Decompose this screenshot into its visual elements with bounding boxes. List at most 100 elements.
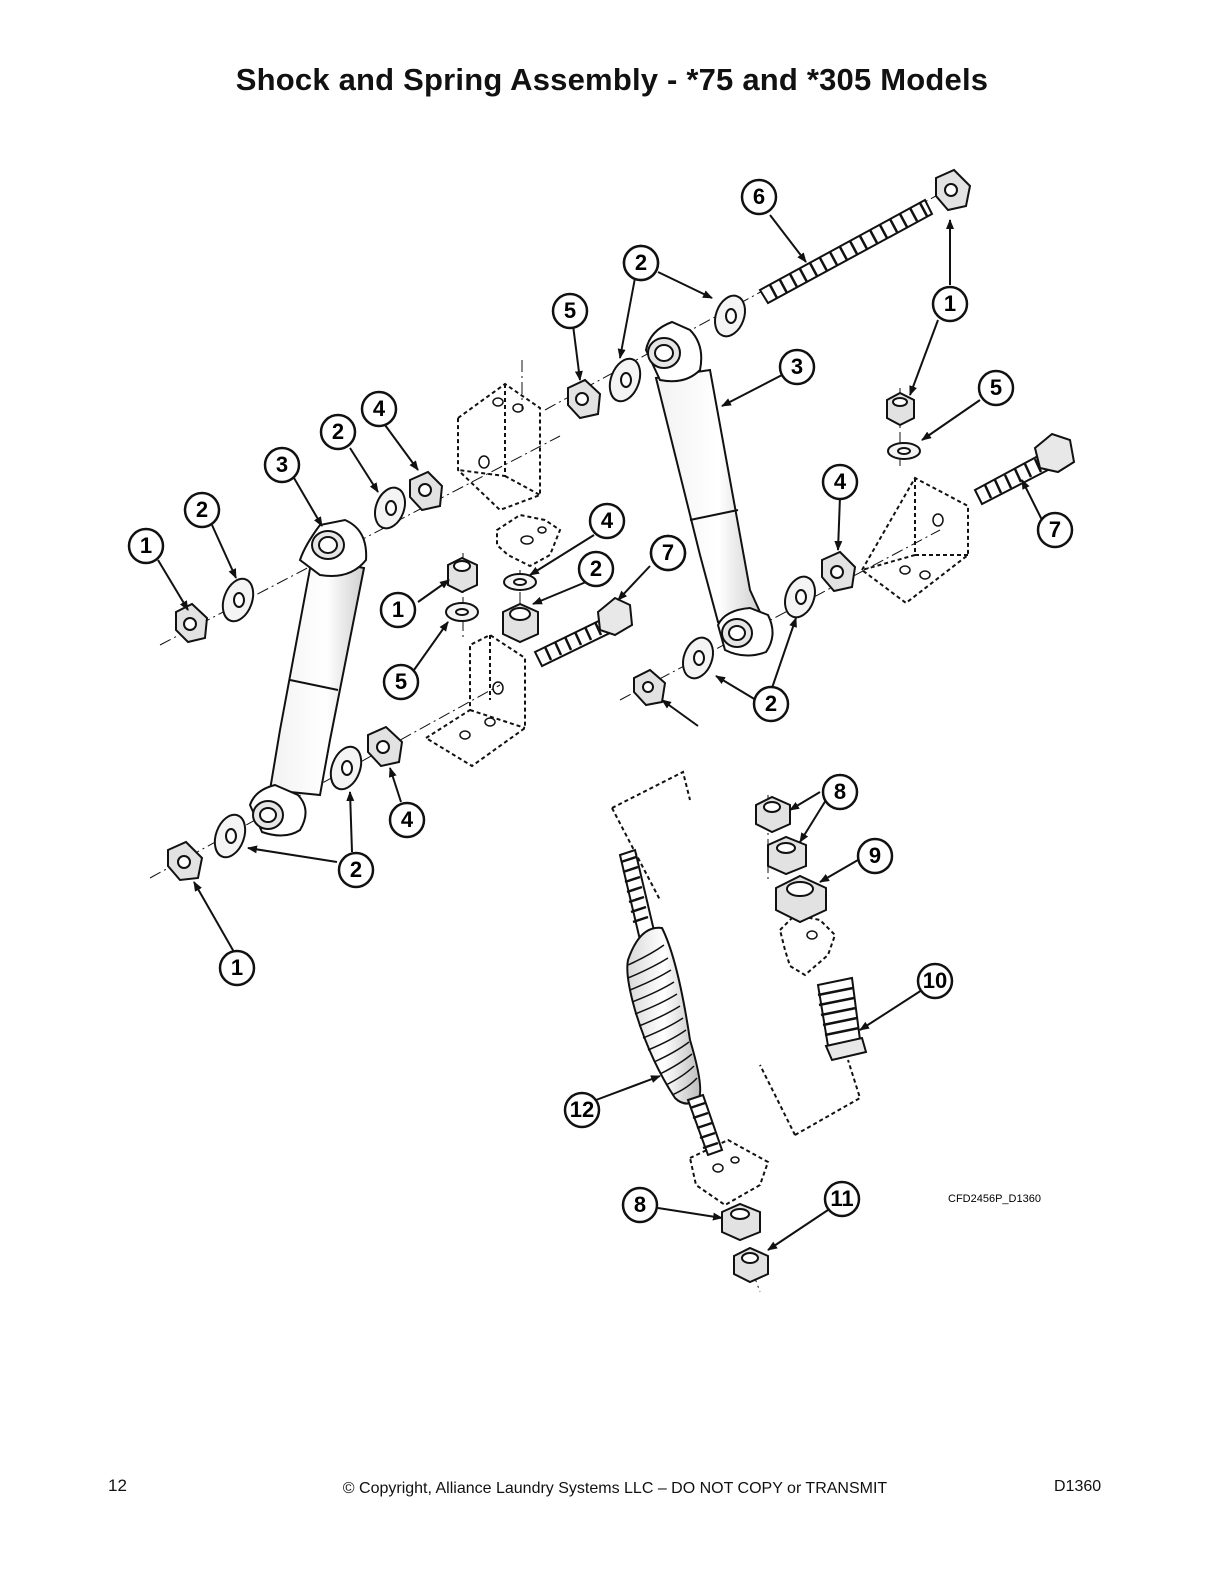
callout-number: 10 (923, 968, 947, 993)
leader-arrows (157, 214, 1043, 1251)
left-shock-absorber (248, 518, 368, 837)
callout-number: 1 (140, 533, 152, 558)
callout-5: 5 (977, 369, 1015, 407)
callout-number: 1 (944, 291, 956, 316)
callout-circle (977, 369, 1015, 407)
callout-4: 4 (821, 463, 859, 501)
callout-number: 8 (834, 779, 846, 804)
callout-7: 7 (1036, 511, 1074, 549)
callout-5: 5 (382, 663, 420, 701)
callout-number: 1 (392, 597, 404, 622)
washers (213, 294, 921, 859)
callout-circle (263, 446, 301, 484)
callout-number: 5 (395, 669, 407, 694)
callout-6: 6 (740, 178, 778, 216)
callout-number: 3 (276, 452, 288, 477)
callout-2: 2 (337, 851, 375, 889)
bolts (533, 432, 1076, 1062)
callout-2: 2 (622, 244, 660, 282)
callout-circle (319, 413, 357, 451)
callout-number: 5 (564, 298, 576, 323)
right-shock-absorber (644, 320, 774, 657)
callout-circle (388, 801, 426, 839)
callout-4: 4 (588, 502, 626, 540)
callout-1: 1 (931, 285, 969, 323)
callout-11: 11 (823, 1180, 861, 1218)
callout-circle (823, 1180, 861, 1218)
callout-number: 3 (791, 354, 803, 379)
callout-2: 2 (319, 413, 357, 451)
callout-number: 8 (634, 1192, 646, 1217)
callout-circle (821, 773, 859, 811)
callout-circle (752, 685, 790, 723)
callout-1: 1 (218, 949, 256, 987)
callout-number: 9 (869, 843, 881, 868)
bracket-holes (459, 397, 944, 1173)
callout-7: 7 (649, 534, 687, 572)
callout-2: 2 (577, 550, 615, 588)
callout-number: 5 (990, 375, 1002, 400)
callout-circle (649, 534, 687, 572)
callout-12: 12 (563, 1091, 601, 1129)
callout-number: 4 (401, 807, 414, 832)
callout-number: 2 (635, 250, 647, 275)
callout-number: 11 (830, 1186, 853, 1211)
callout-circle (379, 591, 417, 629)
callout-number: 2 (196, 497, 208, 522)
callout-circle (856, 837, 894, 875)
callout-3: 3 (263, 446, 301, 484)
callout-9: 9 (856, 837, 894, 875)
callout-circle (183, 491, 221, 529)
callout-10: 10 (916, 962, 954, 1000)
callout-circle (360, 390, 398, 428)
callout-number: 7 (662, 540, 674, 565)
callout-8: 8 (621, 1186, 659, 1224)
callout-number: 4 (834, 469, 847, 494)
callout-number: 2 (590, 556, 602, 581)
figure-code: CFD2456P_D1360 (948, 1193, 1041, 1205)
callout-circle (588, 502, 626, 540)
callout-number: 4 (601, 508, 614, 533)
callout-4: 4 (360, 390, 398, 428)
callout-circle (622, 244, 660, 282)
center-lines (149, 179, 966, 1293)
page-number: 12 (108, 1476, 127, 1495)
callout-circle (778, 348, 816, 386)
callout-circle (931, 285, 969, 323)
callout-circle (821, 463, 859, 501)
callout-circle (551, 292, 589, 330)
callout-circle (1036, 511, 1074, 549)
callout-number: 1 (231, 955, 243, 980)
callout-number: 2 (765, 691, 777, 716)
callout-circle (563, 1091, 601, 1129)
callout-circle (337, 851, 375, 889)
callout-circle (740, 178, 778, 216)
callout-circle (382, 663, 420, 701)
callout-1: 1 (127, 527, 165, 565)
callout-4: 4 (388, 801, 426, 839)
callout-bubbles: 123241524151742623157421891012811 (127, 178, 1074, 1224)
document-id: D1360 (1054, 1478, 1102, 1495)
callout-circle (218, 949, 256, 987)
callout-2: 2 (183, 491, 221, 529)
callout-1: 1 (379, 591, 417, 629)
compression-spring (618, 848, 724, 1157)
callout-2: 2 (752, 685, 790, 723)
callout-number: 6 (753, 184, 765, 209)
callout-8: 8 (821, 773, 859, 811)
callout-circle (916, 962, 954, 1000)
callout-5: 5 (551, 292, 589, 330)
nuts (167, 168, 972, 1284)
threaded-rod (758, 198, 934, 305)
callout-number: 2 (332, 419, 344, 444)
callout-number: 2 (350, 857, 362, 882)
callout-3: 3 (778, 348, 816, 386)
copyright-notice: © Copyright, Alliance Laundry Systems LL… (342, 1480, 888, 1497)
callout-circle (127, 527, 165, 565)
callout-number: 7 (1049, 517, 1061, 542)
callout-circle (577, 550, 615, 588)
callout-number: 12 (570, 1097, 594, 1122)
callout-circle (621, 1186, 659, 1224)
callout-number: 4 (373, 396, 386, 421)
